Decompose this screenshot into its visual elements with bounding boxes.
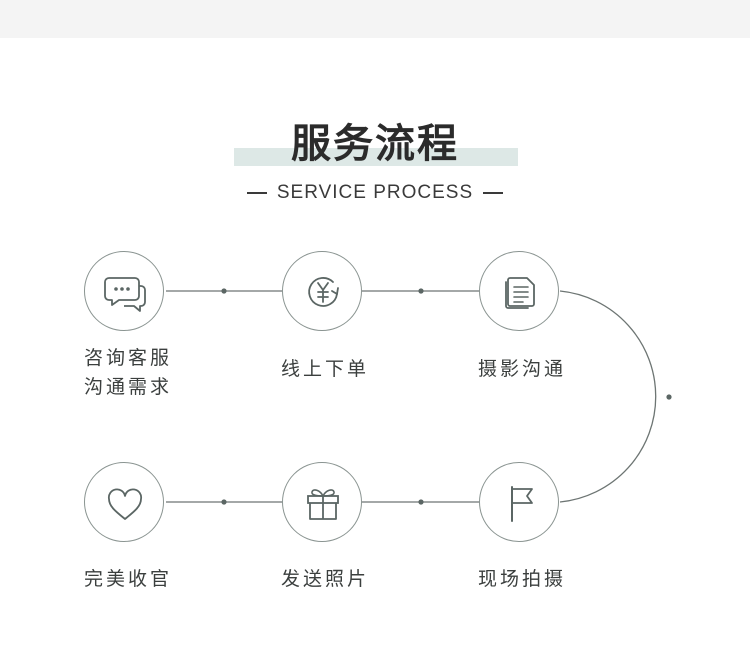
step-communicate-label: 摄影沟通	[478, 355, 566, 384]
step-label-line: 完美收官	[84, 568, 173, 590]
step-label-line: 摄影沟通	[478, 358, 567, 380]
subtitle-row: SERVICE PROCESS	[0, 181, 750, 205]
connector-arc-3-4	[559, 290, 657, 503]
subtitle-dash-left	[246, 192, 267, 194]
step-consult-label: 咨询客服 沟通需求	[84, 344, 172, 402]
connector-dot-2-3	[418, 288, 424, 294]
subtitle-dash-right	[483, 192, 504, 194]
step-shoot-label: 现场拍摄	[478, 565, 566, 594]
step-deliver-label: 发送照片	[281, 565, 369, 594]
heart-icon	[108, 488, 142, 520]
step-label-line: 现场拍摄	[478, 568, 567, 590]
page-title: 服务流程	[291, 120, 459, 167]
step-finish-circle	[84, 462, 164, 542]
step-label-line: 沟通需求	[84, 376, 173, 398]
chat-bubbles-icon	[104, 277, 146, 312]
flag-icon	[511, 486, 533, 522]
step-order-label: 线上下单	[281, 355, 369, 384]
step-label-line: 咨询客服	[84, 347, 173, 369]
top-bar	[0, 0, 750, 38]
yen-coin-icon	[308, 277, 339, 307]
title-highlight	[234, 148, 518, 166]
connector-dot-arc	[666, 394, 672, 400]
step-deliver-circle	[282, 462, 362, 542]
step-label-line: 线上下单	[281, 358, 370, 380]
page-subtitle: SERVICE PROCESS	[276, 182, 474, 203]
step-consult-circle	[84, 251, 164, 331]
connector-dot-5-6	[221, 499, 227, 505]
connector-dot-4-5	[418, 499, 424, 505]
step-shoot-circle	[479, 462, 559, 542]
gift-icon	[307, 489, 339, 520]
documents-icon	[505, 277, 535, 309]
step-label-line: 发送照片	[281, 568, 370, 590]
step-communicate-circle	[479, 251, 559, 331]
step-finish-label: 完美收官	[84, 565, 172, 594]
connector-dot-1-2	[221, 288, 227, 294]
step-order-circle	[282, 251, 362, 331]
